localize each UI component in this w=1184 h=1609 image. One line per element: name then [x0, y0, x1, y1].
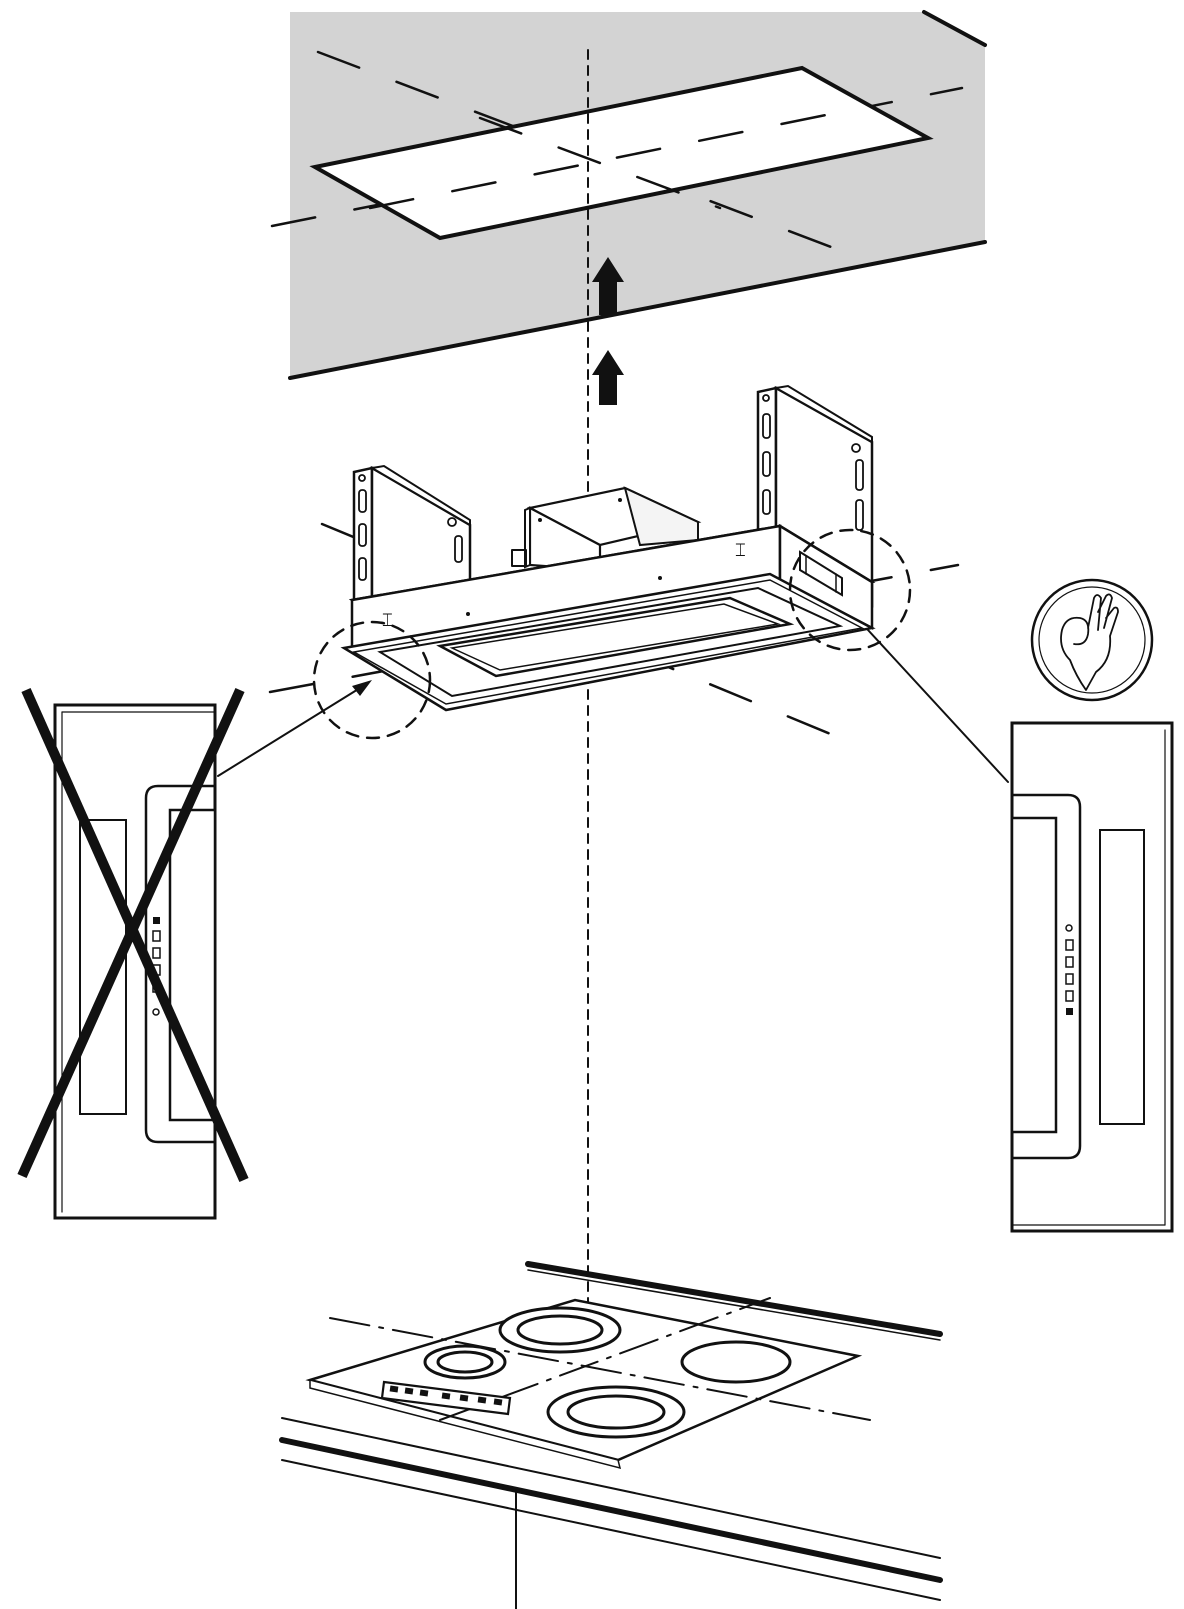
- burner-front-left: [423, 1344, 507, 1380]
- up-arrow-icon: [592, 257, 624, 405]
- cooktop: [305, 1297, 871, 1470]
- burner-front-right: [546, 1385, 686, 1439]
- burner-back-left: [498, 1306, 622, 1354]
- correct-mounting-detail: [1010, 578, 1174, 1233]
- ceiling-cutout: [309, 65, 934, 241]
- hood-filter-panel: [377, 586, 844, 698]
- burner-back-right: [680, 1340, 792, 1384]
- right-mounting-bracket: [756, 384, 874, 608]
- incorrect-mounting-detail: [17, 687, 249, 1220]
- ceiling: [270, 10, 987, 380]
- cross-out-icon: [17, 687, 249, 1183]
- fixing-mark-left: ⌶: [382, 610, 393, 631]
- ok-hand-gesture-icon: [1030, 578, 1154, 702]
- cooktop-counter: [279, 1261, 943, 1609]
- control-buttons-right: [1065, 924, 1074, 1015]
- detail-callout-left: [217, 620, 432, 777]
- hood-unit: ⌶ ⌶: [268, 384, 960, 742]
- detail-callout-right: [788, 528, 1009, 783]
- fixing-mark-right: ⌶: [735, 540, 746, 561]
- cooktop-control-strip: [380, 1380, 512, 1416]
